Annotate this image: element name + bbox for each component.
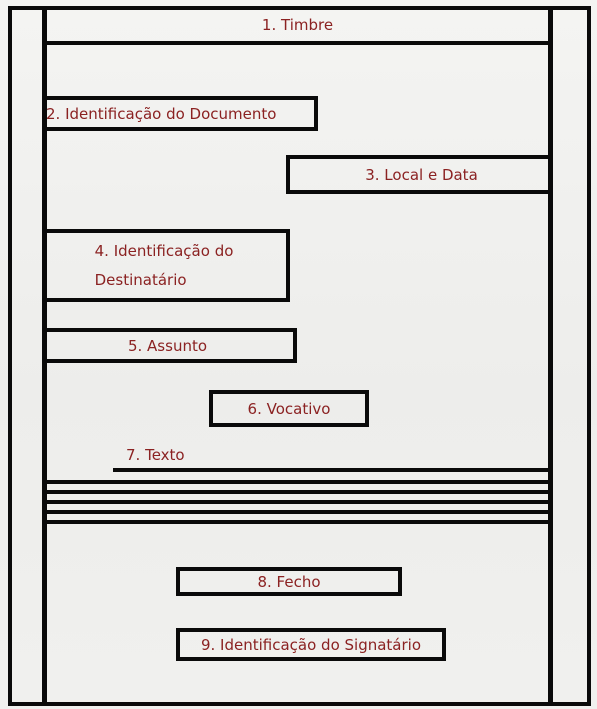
local-data-box: 3. Local e Data (286, 155, 553, 194)
vocativo-box: 6. Vocativo (209, 390, 369, 427)
assunto-label: 5. Assunto (127, 336, 208, 355)
vocativo-label: 6. Vocativo (247, 399, 331, 418)
local-data-label: 3. Local e Data (365, 165, 478, 184)
fecho-box: 8. Fecho (176, 567, 402, 596)
texto-line-5 (45, 510, 551, 514)
right-margin-line (548, 6, 553, 702)
texto-label: 7. Texto (126, 446, 185, 464)
assunto-box: 5. Assunto (42, 328, 297, 363)
texto-line-3 (45, 490, 551, 494)
left-margin-line (42, 6, 47, 702)
timbre-label: 1. Timbre (261, 16, 334, 34)
texto-line-4 (45, 500, 551, 504)
identificacao-destinatario-line2: Destinatário (94, 270, 187, 289)
identificacao-destinatario-box: 4. Identificação do Destinatário (42, 229, 290, 302)
identificacao-documento-label: 2. Identificação do Documento (46, 104, 277, 123)
texto-line-1 (113, 468, 551, 472)
timbre-box: 1. Timbre (42, 9, 553, 45)
identificacao-signatario-label: 9. Identificação do Signatário (200, 635, 422, 654)
texto-line-6 (45, 520, 551, 524)
texto-line-2 (45, 480, 551, 484)
identificacao-documento-box: 2. Identificação do Documento (42, 96, 318, 131)
identificacao-destinatario-label: 4. Identificação do Destinatário (95, 237, 234, 295)
identificacao-destinatario-line1: 4. Identificação do (94, 241, 234, 260)
identificacao-signatario-box: 9. Identificação do Signatário (176, 628, 446, 661)
page-outer-border (8, 6, 591, 706)
texto-lines (45, 466, 551, 526)
fecho-label: 8. Fecho (257, 572, 321, 591)
